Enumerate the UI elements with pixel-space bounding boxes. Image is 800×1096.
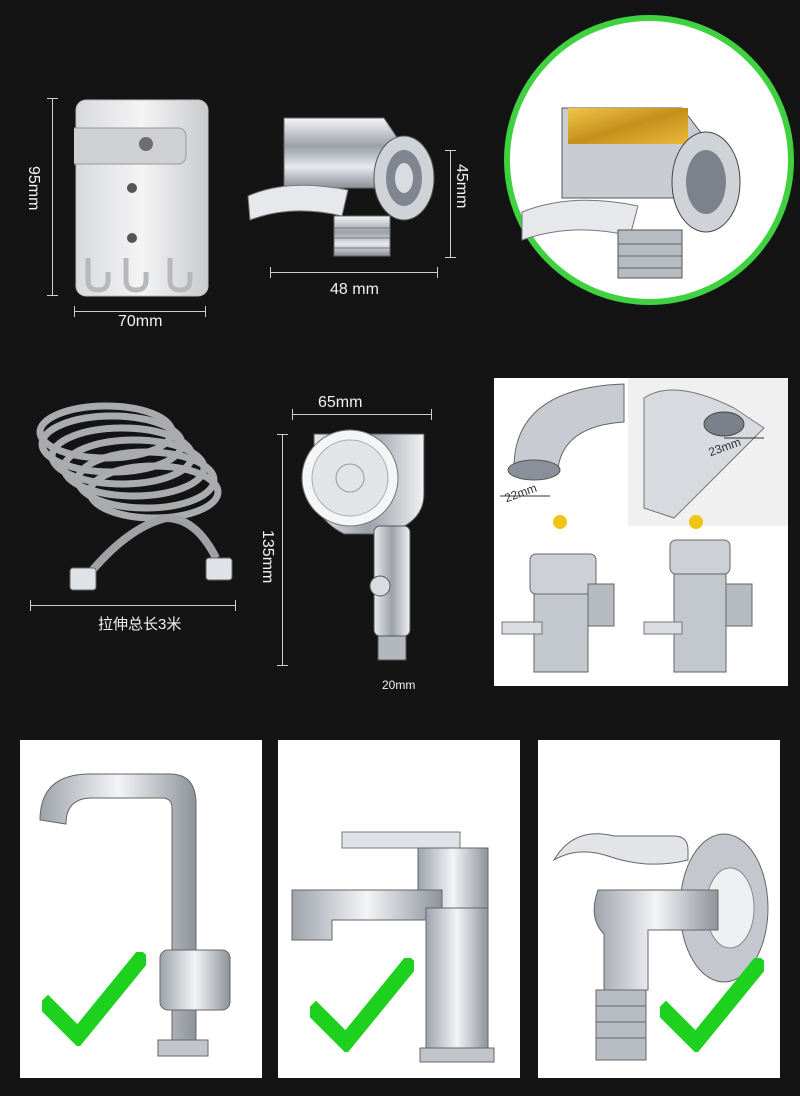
spray-head xyxy=(294,426,434,666)
check-icon xyxy=(304,954,420,1057)
holder-width-label: 70mm xyxy=(118,313,163,330)
hose-length-line xyxy=(30,600,236,611)
coiled-hose xyxy=(26,392,240,602)
faucet-basin-card xyxy=(278,740,520,1078)
faucet-wall-card xyxy=(538,740,780,1078)
valve-width-label: 48 mm xyxy=(330,281,379,298)
diverter-valve xyxy=(244,108,440,264)
head-width-label: 65mm xyxy=(318,394,363,411)
valve-height-line xyxy=(445,150,456,258)
valve-height-label: 45mm xyxy=(453,164,470,209)
valve-width-line xyxy=(270,267,438,278)
holder-width-line xyxy=(74,306,206,317)
head-height-label: 135mm xyxy=(259,530,276,584)
hose-length-label: 拉伸总长3米 xyxy=(98,616,182,633)
check-icon xyxy=(36,948,152,1051)
check-icon xyxy=(654,954,770,1057)
head-width-line xyxy=(292,409,432,420)
head-thread-label: 20mm xyxy=(382,678,416,692)
wall-holder xyxy=(65,98,210,298)
valve-detail-circle xyxy=(502,12,796,308)
head-height-line xyxy=(277,434,288,666)
adapter-panel: 22mm 23mm xyxy=(494,378,788,686)
holder-height-label: 95mm xyxy=(25,166,42,211)
holder-height-line xyxy=(47,98,58,296)
faucet-kitchen-card xyxy=(20,740,262,1078)
